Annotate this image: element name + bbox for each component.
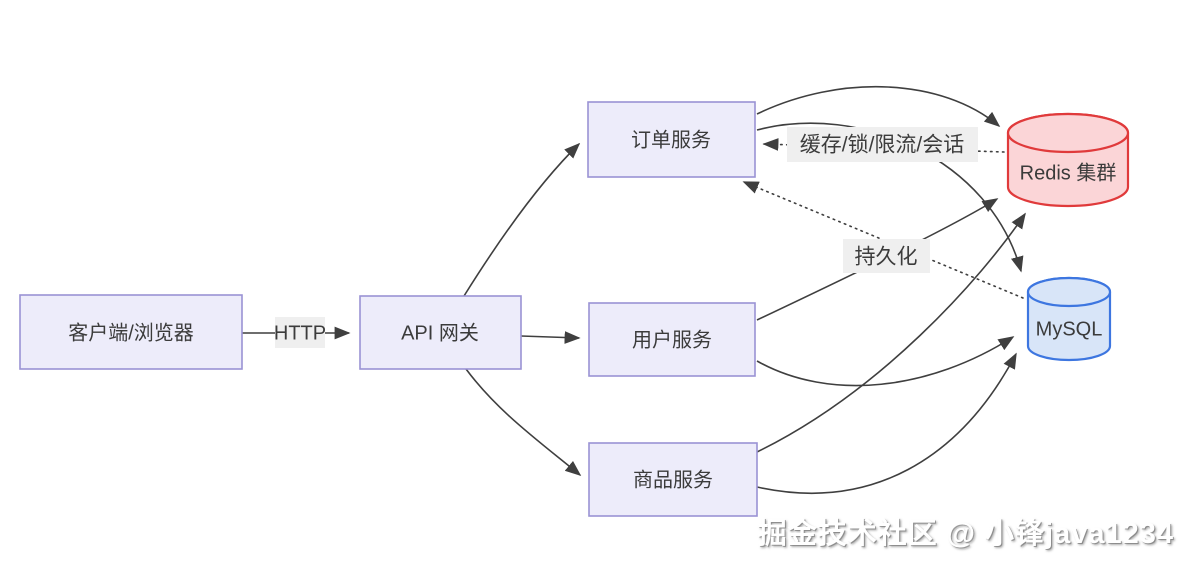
redis-label: Redis 集群 [1020, 161, 1117, 184]
order-service-box [587, 101, 756, 178]
edge-user-mysql [756, 336, 1015, 387]
node-client: 客户端/浏览器 [19, 294, 243, 370]
edge-product-mysql [756, 352, 1017, 494]
product-service-box [588, 442, 758, 517]
cache-label-bg [787, 127, 978, 162]
persist-label-bg [843, 239, 930, 273]
edge-gateway-order [463, 142, 581, 297]
watermark: 掘金技术社区 @ 小锋java1234 [757, 518, 1174, 550]
order-service-label: 订单服务 [631, 128, 711, 151]
http-label: HTTP [274, 322, 326, 344]
client-box [19, 294, 243, 370]
node-product-service: 商品服务 [588, 442, 758, 517]
user-service-label: 用户服务 [632, 328, 712, 351]
edge-product-redis [756, 212, 1026, 453]
node-redis: Redis 集群 [1006, 112, 1130, 208]
edge-label-cache: 缓存/锁/限流/会话 [787, 127, 978, 162]
http-label-bg [275, 317, 325, 348]
edges-dotted [742, 138, 1024, 299]
redis-cylinder-top [1006, 112, 1130, 154]
persist-label: 持久化 [855, 246, 918, 269]
edge-gateway-product [465, 368, 582, 477]
gateway-label: API 网关 [401, 321, 479, 344]
edge-label-http: HTTP [274, 317, 326, 348]
cache-label: 缓存/锁/限流/会话 [800, 134, 965, 157]
mysql-cylinder-top [1026, 276, 1112, 308]
mysql-label: MySQL [1036, 318, 1103, 340]
node-user-service: 用户服务 [588, 302, 756, 377]
edge-label-persist: 持久化 [843, 239, 930, 273]
node-mysql: MySQL [1026, 276, 1112, 362]
node-gateway: API 网关 [359, 295, 522, 370]
edge-order-redis [756, 85, 1001, 128]
gateway-box [359, 295, 522, 370]
node-order-service: 订单服务 [587, 101, 756, 178]
client-label: 客户端/浏览器 [68, 321, 194, 344]
edge-gateway-user [520, 331, 581, 344]
user-service-box [588, 302, 756, 377]
product-service-label: 商品服务 [633, 468, 713, 491]
